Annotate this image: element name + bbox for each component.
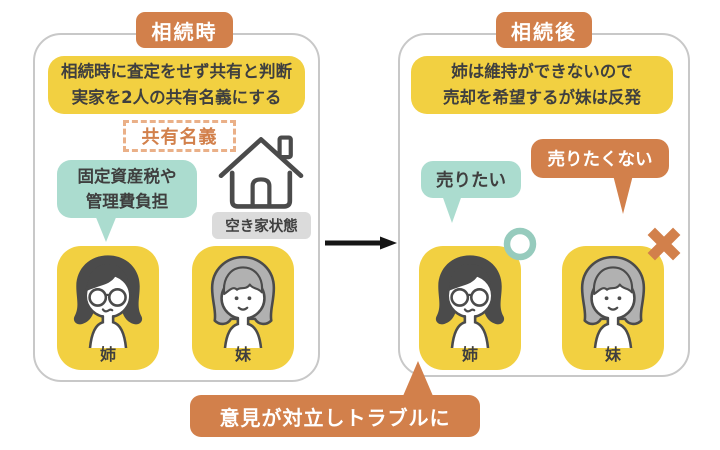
panel-after-inheritance: 相続後 姉は維持ができないので 売却を希望するが妹は反発 売りたい 売りたくない… bbox=[398, 12, 690, 377]
dont-want-to-sell-bubble: 売りたくない bbox=[531, 139, 669, 178]
avatar-label-elder: 姉 bbox=[461, 345, 478, 364]
cost-bubble-tail bbox=[95, 215, 117, 242]
younger-sister-face-icon bbox=[193, 252, 293, 348]
want-to-sell-bubble: 売りたい bbox=[421, 161, 521, 198]
cost-bubble-line-2: 管理費負担 bbox=[85, 192, 169, 211]
avatar-label-younger: 妹 bbox=[604, 345, 621, 364]
summary-line-1: 姉は維持ができないので bbox=[451, 62, 633, 81]
elder-sister-face-icon bbox=[420, 252, 520, 348]
panel-at-inheritance: 相続時 相続時に査定をせず共有と判断 実家を2人の共有名義にする 共有名義 空き… bbox=[33, 12, 320, 382]
summary-line-1: 相続時に査定をせず共有と判断 bbox=[61, 62, 292, 81]
cost-burden-bubble: 固定資産税や 管理費負担 bbox=[57, 160, 197, 218]
joint-ownership-label: 共有名義 bbox=[123, 120, 236, 152]
house-icon bbox=[218, 135, 304, 209]
avatar-younger-sister: 妹 bbox=[192, 246, 294, 370]
want-to-sell-bubble-tail bbox=[442, 195, 462, 223]
summary-box: 姉は維持ができないので 売却を希望するが妹は反発 bbox=[411, 56, 673, 114]
avatar-label-younger: 妹 bbox=[234, 345, 251, 364]
vacant-house-status-label: 空き家状態 bbox=[212, 212, 311, 239]
panel-title: 相続後 bbox=[511, 19, 577, 44]
right-arrow-icon bbox=[325, 236, 397, 250]
panel-title: 相続時 bbox=[151, 19, 218, 44]
summary-box: 相続時に査定をせず共有と判断 実家を2人の共有名義にする bbox=[48, 56, 305, 114]
cost-bubble-line-1: 固定資産税や bbox=[77, 167, 177, 186]
summary-line-2: 売却を希望するが妹は反発 bbox=[443, 88, 641, 107]
avatar-elder-sister: 姉 bbox=[419, 246, 521, 370]
reject-cross-icon bbox=[647, 227, 681, 261]
younger-sister-face-icon bbox=[563, 252, 663, 348]
dont-want-to-sell-bubble-tail bbox=[613, 175, 633, 214]
conclusion-banner: 意見が対立しトラブルに bbox=[190, 395, 480, 437]
conclusion-bubble-tail bbox=[403, 361, 433, 396]
approve-circle-icon bbox=[503, 227, 537, 261]
avatar-elder-sister: 姉 bbox=[57, 246, 159, 370]
elder-sister-face-icon bbox=[58, 252, 158, 348]
avatar-younger-sister: 妹 bbox=[562, 246, 664, 370]
panel-title-badge: 相続時 bbox=[136, 12, 233, 48]
summary-line-2: 実家を2人の共有名義にする bbox=[71, 88, 282, 107]
avatar-label-elder: 姉 bbox=[99, 345, 116, 364]
panel-title-badge: 相続後 bbox=[496, 12, 592, 48]
